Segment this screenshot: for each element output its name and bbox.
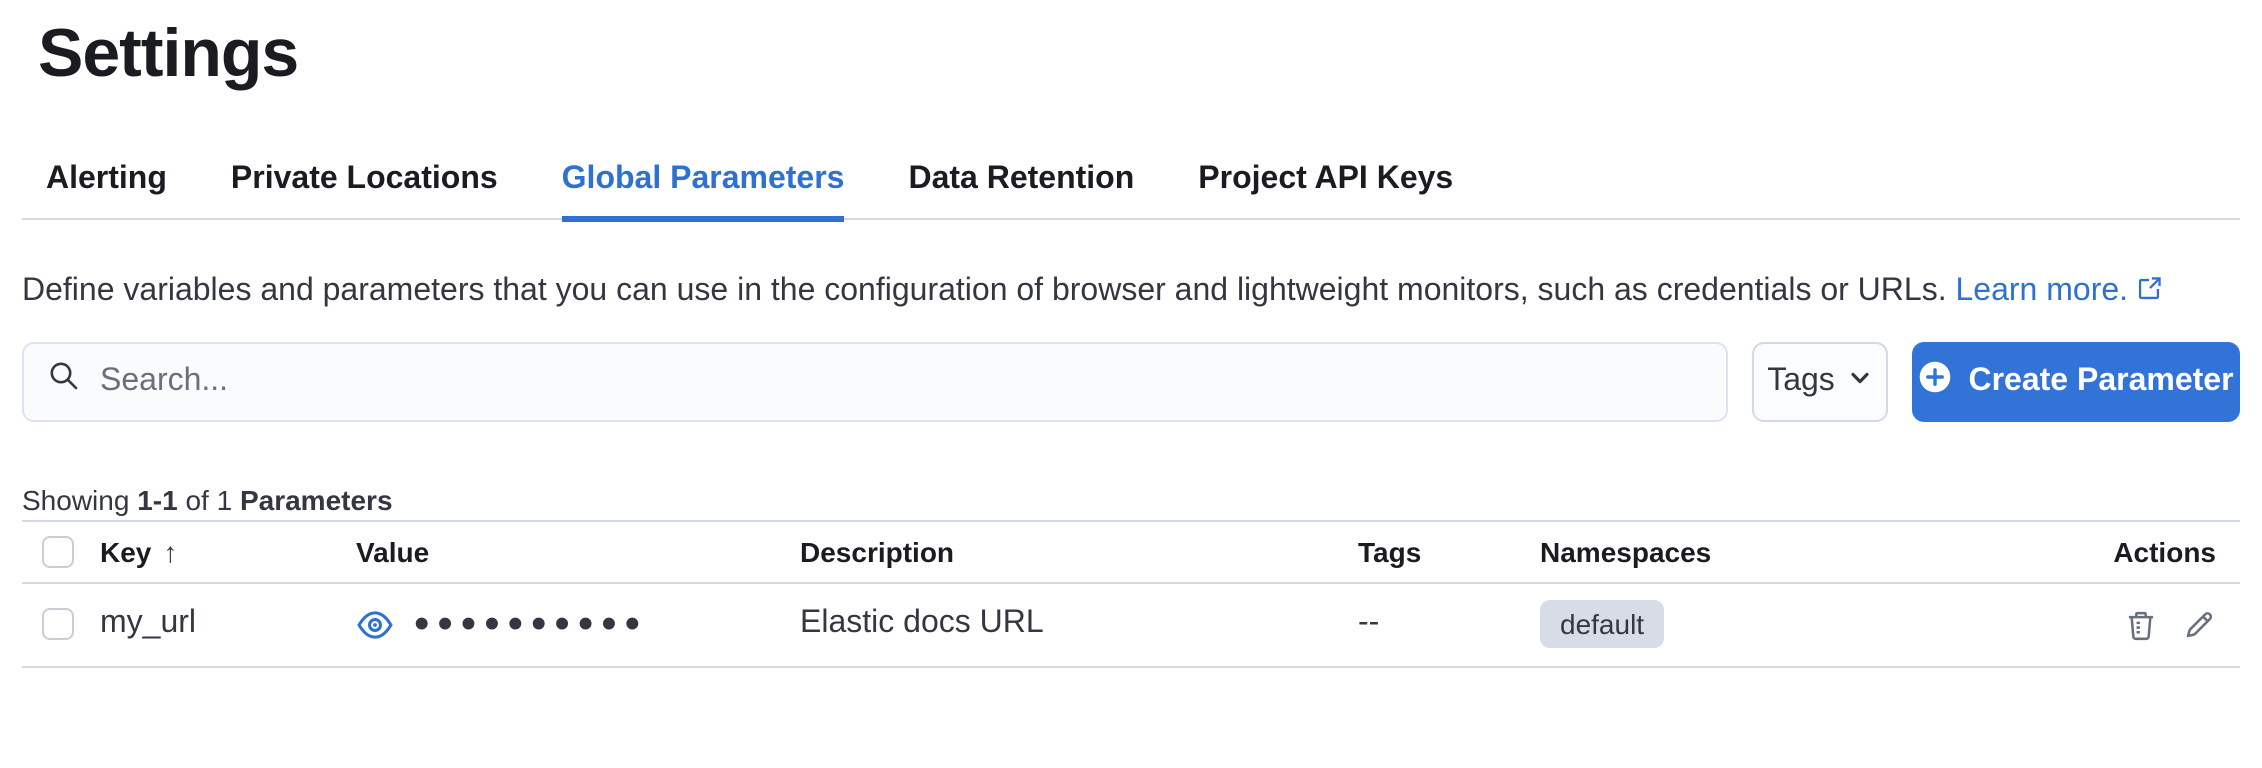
table-row: my_url •••••••••• Elastic docs URL -- de… bbox=[22, 583, 2240, 667]
tags-filter-label: Tags bbox=[1767, 363, 1835, 397]
page-description: Define variables and parameters that you… bbox=[22, 268, 2234, 319]
settings-page: Settings Alerting Private Locations Glob… bbox=[0, 14, 2262, 667]
column-header-namespaces: Namespaces bbox=[1540, 535, 1712, 567]
description-text: Define variables and parameters that you… bbox=[22, 274, 1947, 308]
column-header-tags: Tags bbox=[1358, 535, 1422, 567]
tags-filter-button[interactable]: Tags bbox=[1752, 341, 1888, 421]
tab-data-retention[interactable]: Data Retention bbox=[908, 162, 1135, 196]
masked-value: •••••••••• bbox=[414, 614, 648, 634]
results-summary: Showing 1-1 of 1 Parameters bbox=[22, 483, 393, 515]
select-all-checkbox[interactable] bbox=[42, 535, 74, 567]
parameters-table: Key↑ Value Description Tags Namespaces A… bbox=[22, 519, 2240, 667]
parameters-toolbar: Tags Create Parameter bbox=[22, 341, 2240, 421]
parameter-value-cell: •••••••••• bbox=[356, 605, 800, 643]
chevron-down-icon bbox=[1849, 363, 1873, 399]
namespace-badge: default bbox=[1540, 600, 1665, 648]
parameter-key-cell: my_url bbox=[100, 606, 197, 640]
column-header-key[interactable]: Key↑ bbox=[100, 535, 178, 567]
parameter-tags-cell: -- bbox=[1358, 606, 1380, 640]
parameter-description-cell: Elastic docs URL bbox=[800, 606, 1044, 640]
search-box[interactable] bbox=[22, 341, 1728, 421]
row-checkbox[interactable] bbox=[42, 608, 74, 640]
create-parameter-label: Create Parameter bbox=[1968, 363, 2234, 397]
parameter-namespaces-cell: default bbox=[1540, 600, 2000, 648]
tab-global-parameters[interactable]: Global Parameters bbox=[561, 163, 845, 222]
sort-ascending-icon: ↑ bbox=[163, 535, 178, 567]
settings-tabs: Alerting Private Locations Global Parame… bbox=[22, 162, 2240, 222]
create-parameter-button[interactable]: Create Parameter bbox=[1912, 341, 2240, 421]
column-header-description: Description bbox=[800, 535, 955, 567]
column-header-actions: Actions bbox=[2113, 535, 2216, 567]
search-input[interactable] bbox=[100, 363, 1702, 399]
page-title: Settings bbox=[38, 16, 299, 92]
results-entity: Parameters bbox=[239, 483, 393, 515]
magnifier-icon bbox=[48, 360, 80, 402]
learn-more-link[interactable]: Learn more. bbox=[1956, 274, 2163, 308]
tab-project-api-keys[interactable]: Project API Keys bbox=[1198, 162, 1454, 196]
eye-icon[interactable] bbox=[356, 605, 394, 643]
external-link-icon bbox=[2136, 270, 2162, 319]
results-range: 1-1 bbox=[137, 483, 178, 515]
plus-in-circle-icon bbox=[1918, 359, 1952, 403]
pencil-icon[interactable] bbox=[2182, 607, 2216, 641]
row-actions bbox=[2000, 607, 2240, 641]
tab-private-locations[interactable]: Private Locations bbox=[230, 162, 498, 196]
column-header-value: Value bbox=[356, 535, 430, 567]
tab-alerting[interactable]: Alerting bbox=[46, 162, 167, 196]
trash-icon[interactable] bbox=[2124, 607, 2158, 641]
results-total: 1 bbox=[216, 483, 233, 515]
table-header-row: Key↑ Value Description Tags Namespaces A… bbox=[22, 519, 2240, 583]
